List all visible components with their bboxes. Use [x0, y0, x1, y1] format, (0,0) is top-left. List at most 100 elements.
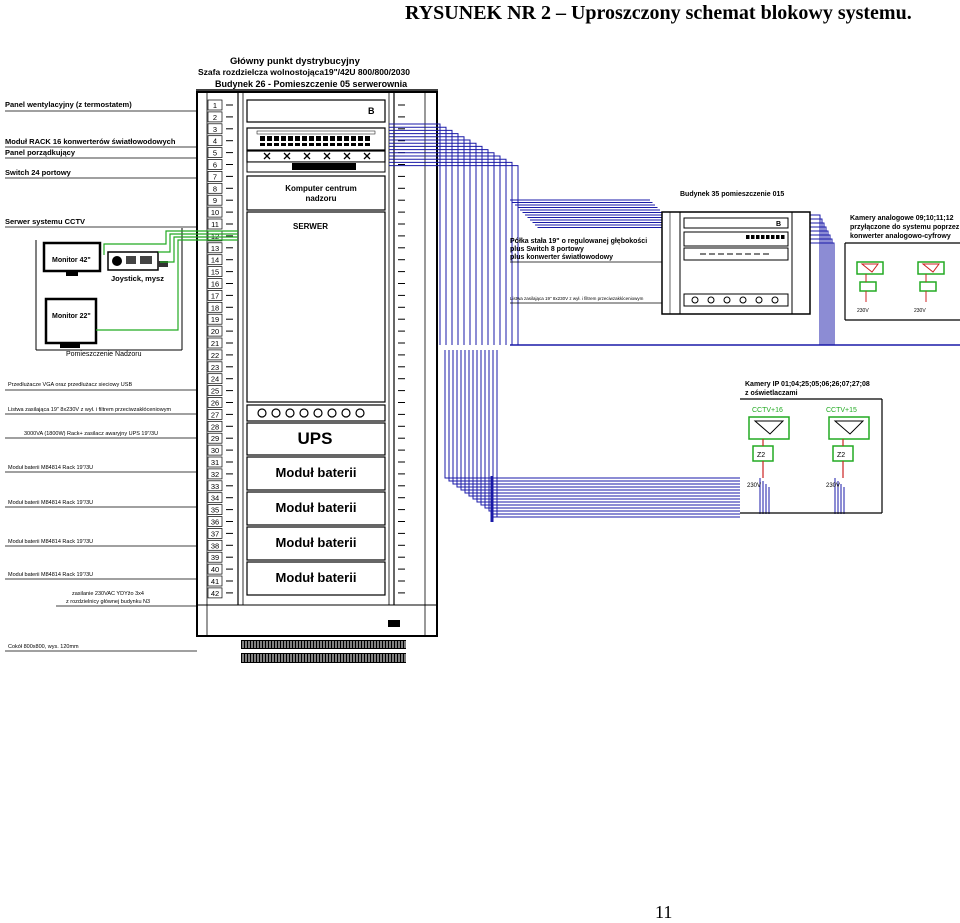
rack-unit-box — [207, 504, 223, 515]
label-feed-1: zasilanie 230VAC YDYžo 3x4 — [72, 591, 144, 597]
rack-unit-number: 3 — [213, 125, 217, 134]
analog-camera-2: 230V — [914, 261, 945, 314]
building35-power-strip: Listwa zasilająca 19" 8x230V z wył. i fi… — [510, 296, 644, 301]
ip-cameras-line2: z oświetlaczami — [745, 390, 798, 397]
rack-unit-number: 13 — [211, 244, 219, 253]
rack-unit-box — [207, 444, 223, 456]
rack-unit-box — [207, 480, 223, 492]
rack-unit-number: 42 — [211, 589, 219, 598]
label-plinth: Cokół 800x800, wys. 120mm — [8, 644, 79, 650]
rack-unit-box — [207, 111, 223, 123]
left-labels: Panel wentylacyjny (z termostatem) Moduł… — [5, 100, 197, 228]
fiber-bundle-bottom — [444, 350, 845, 522]
z-label-1: Z2 — [757, 452, 765, 459]
rack-title-line1: Główny punkt dystrybucyjny — [230, 56, 361, 67]
rack-unit-number: 10 — [211, 208, 219, 217]
computer-module: Komputer centrum nadzoru — [246, 175, 386, 211]
battery-label-1: Moduł baterii — [276, 465, 357, 480]
rack-unit-numbers: 1234567891011121314151617181920212223242… — [207, 99, 405, 599]
rack-unit-box — [207, 349, 223, 361]
label-rack-module: Moduł RACK 16 konwerterów światłowodowyc… — [5, 137, 176, 146]
label-battery-4: Moduł baterii M84814 Rack 19"/3U — [8, 572, 93, 578]
ups-label: UPS — [298, 429, 333, 448]
building35-shelf-1: Półka stała 19" o regulowanej głębokości — [510, 238, 647, 245]
monitor-42: Monitor 42" — [42, 241, 102, 276]
cctv-label-1: CCTV+16 — [752, 407, 783, 414]
rack-unit-number: 39 — [211, 553, 219, 562]
rack-unit-number: 32 — [211, 470, 219, 479]
fiber-converter-module — [246, 127, 386, 151]
cable-panel-module — [246, 150, 386, 163]
green-cables — [96, 230, 238, 331]
server-module: SERWER — [246, 211, 386, 403]
ip-camera-2: CCTV+15 Z2 230V — [826, 407, 870, 489]
rack-unit-box — [207, 361, 223, 373]
ip-camera-box: CCTV+16 Z2 230V CCTV+15 Z2 230V — [740, 398, 883, 514]
ip-voltage-2: 230V — [826, 483, 840, 489]
rack-unit-box — [207, 278, 223, 289]
switch-module — [246, 161, 386, 173]
power-strip-module — [246, 404, 386, 422]
rack-unit-number: 11 — [211, 220, 219, 229]
label-feed-2: z rozdzielnicy głównej budynku N3 — [66, 599, 150, 605]
lower-left-labels: Przedłużacze VGA oraz przedłużacz siecio… — [5, 382, 197, 652]
label-battery-1: Moduł baterii M84814 Rack 19"/3U — [8, 465, 93, 471]
rack-unit-number: 21 — [211, 339, 219, 348]
rack-unit-number: 20 — [211, 327, 219, 336]
svg-text:B: B — [368, 106, 375, 116]
ups-module: UPS — [246, 422, 386, 456]
rack-unit-number: 33 — [211, 482, 219, 491]
rack-unit-number: 22 — [211, 351, 219, 360]
rack-unit-number: 23 — [211, 363, 219, 372]
building35-shelf-2: plus Switch 8 portowy — [510, 246, 584, 253]
ip-voltage-1: 230V — [747, 483, 761, 489]
label-battery-3: Moduł baterii M84814 Rack 19"/3U — [8, 539, 93, 545]
rack-unit-box — [207, 385, 223, 396]
fan-panel-module: B — [246, 99, 386, 123]
label-power-strip: Listwa zasilająca 19" 8x230V z wył. i fi… — [8, 407, 171, 413]
rack-unit-number: 6 — [213, 161, 217, 170]
rack-unit-box — [207, 266, 223, 277]
rack-unit-box — [207, 420, 223, 432]
rack-unit-number: 17 — [211, 291, 219, 300]
rack-unit-number: 8 — [213, 184, 217, 193]
analog-cameras-line2: przyłączone do systemu poprzez — [850, 224, 960, 231]
analog-cameras-line1: Kamery analogowe 09;10;11;12 — [850, 215, 954, 222]
rack-unit-box — [207, 337, 223, 349]
server-label: SERWER — [293, 222, 328, 231]
rack-unit-box — [207, 492, 223, 504]
rack-unit-number: 2 — [213, 113, 217, 122]
rack-unit-box — [207, 147, 223, 158]
rack-unit-box — [207, 242, 223, 254]
rack-unit-box — [207, 563, 223, 575]
rack-unit-box — [207, 123, 223, 135]
rack-unit-number: 19 — [211, 315, 219, 324]
monitor-22-label: Monitor 22" — [52, 313, 91, 320]
rack-unit-box — [207, 373, 223, 385]
rack-unit-box — [207, 432, 223, 444]
rack-unit-box — [207, 206, 223, 218]
rack-unit-box — [207, 194, 223, 206]
rack-unit-number: 31 — [211, 458, 219, 467]
rack-unit-box — [207, 409, 223, 420]
rack-unit-number: 38 — [211, 541, 219, 550]
rack-unit-number: 40 — [211, 565, 219, 574]
svg-text:B: B — [776, 221, 781, 228]
rack-unit-box — [207, 456, 223, 468]
rack-unit-number: 14 — [211, 256, 219, 265]
building35-title: Budynek 35 pomieszczenie 015 — [680, 191, 784, 198]
rack-plinth — [241, 620, 406, 663]
rack-unit-number: 24 — [211, 375, 219, 384]
rack-unit-box — [207, 313, 223, 325]
rack-unit-number: 36 — [211, 518, 219, 527]
label-cable-panel: Panel porządkujący — [5, 148, 76, 157]
label-battery-2: Moduł baterii M84814 Rack 19"/3U — [8, 500, 93, 506]
rack-unit-number: 28 — [211, 422, 219, 431]
rack-title-line3: Budynek 26 - Pomieszczenie 05 serwerowni… — [215, 79, 408, 89]
battery-label-4: Moduł baterii — [276, 570, 357, 585]
rack-unit-box — [207, 254, 223, 266]
rack-unit-number: 27 — [211, 410, 219, 419]
building35-shelf-3: plus konwerter światłowodowy — [510, 254, 613, 261]
rack-unit-box — [207, 551, 223, 563]
